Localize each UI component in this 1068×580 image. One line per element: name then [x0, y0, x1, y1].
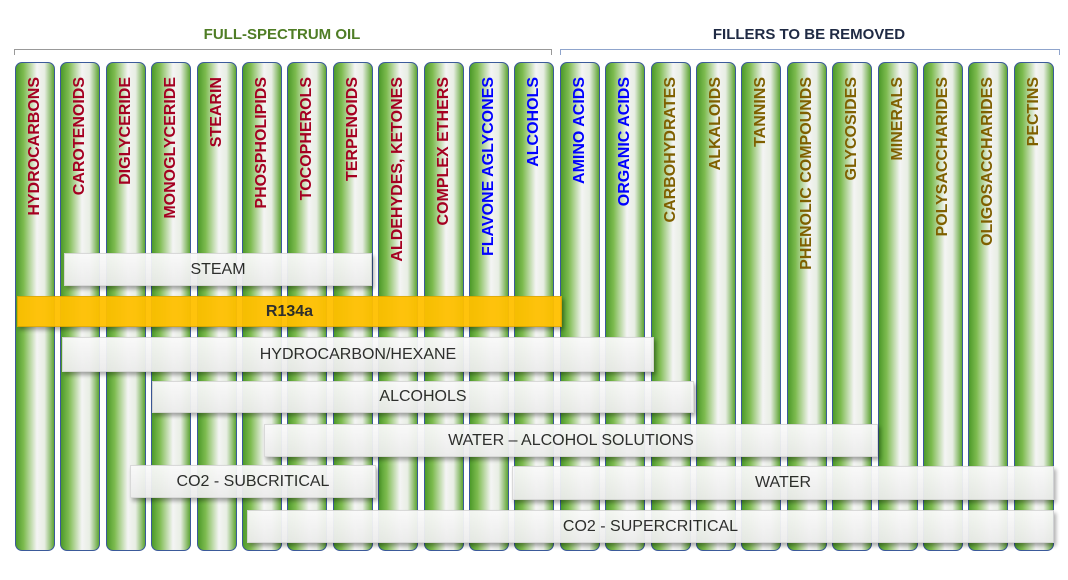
compound-label: ALDEHYDES, KETONES: [389, 77, 407, 262]
compound-label: PHENOLIC COMPOUNDS: [797, 77, 815, 270]
solvent-bar-water-alcohol: WATER – ALCOHOL SOLUTIONS: [264, 424, 878, 457]
full-spectrum-header: FULL-SPECTRUM OIL: [203, 26, 361, 43]
solvent-bar-co2-subcritical: CO2 - SUBCRITICAL: [130, 465, 376, 498]
compound-label: DIGLYCERIDE: [116, 77, 134, 185]
compound-label: HYDROCARBONS: [26, 77, 43, 216]
compound-label: OLIGOSACCHARIDES: [979, 77, 997, 246]
compound-label: GLYCOSIDES: [843, 77, 861, 181]
compound-label: ALCOHOLS: [525, 77, 543, 167]
compound-label: TOCOPHEROLS: [298, 77, 316, 201]
compound-label: POLYSACCHARIDES: [934, 77, 951, 237]
compound-label: PHOSPHOLIPIDS: [253, 77, 270, 209]
compound-label: MONOGLYCERIDE: [162, 77, 180, 219]
compound-label: CAROTENOIDS: [71, 77, 89, 196]
full-spectrum-bracket: [14, 49, 552, 55]
compound-label: COMPLEX ETHERS: [434, 77, 452, 226]
solvent-bar-r134a: R134a: [17, 296, 562, 327]
compound-label: ORGANIC ACIDS: [616, 77, 634, 207]
compound-label: TERPENOIDS: [343, 77, 361, 182]
solvent-bar-water: WATER: [512, 466, 1054, 500]
solvent-bar-steam: STEAM: [64, 253, 372, 286]
fillers-bracket: [560, 49, 1060, 55]
compound-label: ALKALOIDS: [707, 77, 724, 171]
compound-label: AMINO ACIDS: [570, 77, 588, 184]
solvent-bar-alcohols: ALCOHOLS: [152, 381, 694, 413]
compound-label: CARBOHYDRATES: [661, 77, 679, 223]
fillers-header: FILLERS TO BE REMOVED: [712, 26, 906, 43]
compound-label: FLAVONE AGLYCONES: [480, 77, 497, 256]
solvent-bar-hydrocarbon-hexane: HYDROCARBON/HEXANE: [62, 337, 654, 372]
compound-label: STEARIN: [207, 77, 225, 148]
compound-label: MINERALS: [888, 77, 906, 161]
solvent-bar-co2-supercritical: CO2 - SUPERCRITICAL: [247, 510, 1054, 543]
compound-label: TANNINS: [752, 77, 770, 147]
compound-label: PECTINS: [1024, 77, 1042, 147]
